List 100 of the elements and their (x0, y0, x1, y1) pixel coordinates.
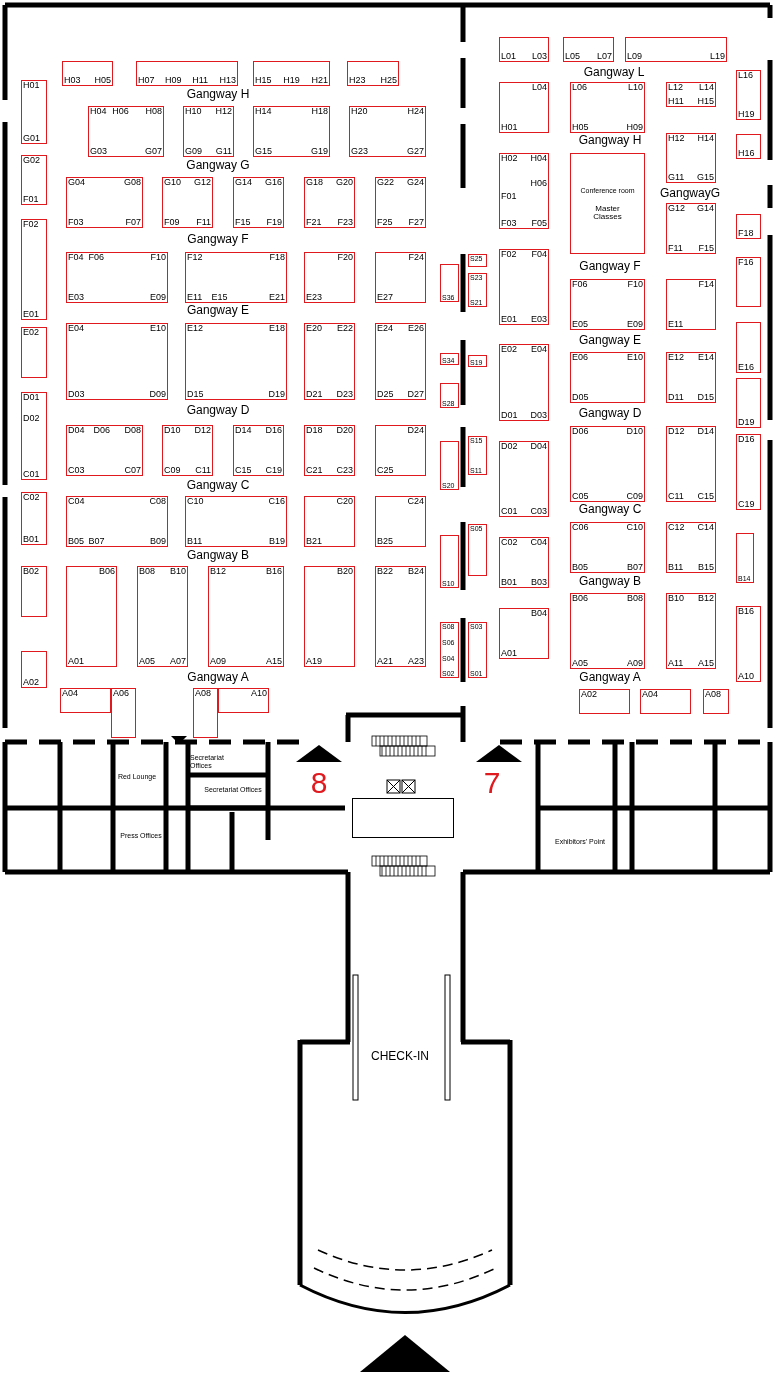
stand-number: L07 (596, 52, 612, 61)
stand-block (375, 252, 426, 303)
room-name: Master Classes (592, 205, 623, 222)
entrance-number: 8 (310, 765, 328, 799)
stand-number: F11 (668, 244, 683, 253)
stand-number: G01 (23, 134, 40, 143)
stand-block (66, 252, 168, 303)
stand-number: E10 (150, 324, 166, 333)
stand-number: L16 (738, 71, 754, 80)
stand-number: G14 (235, 178, 252, 187)
stand-number: C25 (377, 466, 394, 475)
stand-number: G19 (311, 147, 328, 156)
stand-block (253, 106, 330, 157)
stand-number: G23 (351, 147, 368, 156)
stand-number: C15 (235, 466, 252, 475)
stand-block (21, 155, 47, 205)
stand-block (499, 37, 549, 62)
stand-number: C21 (306, 466, 323, 475)
stand-block (233, 425, 284, 476)
stand-block (233, 177, 284, 228)
stand-block (111, 688, 136, 738)
stand-number: G07 (145, 147, 162, 156)
stand-block (375, 496, 426, 547)
stand-block (440, 264, 459, 302)
stand-number: A05 (572, 659, 588, 668)
stand-number: C19 (265, 466, 282, 475)
stand-number: B11 (187, 537, 203, 546)
stand-number: B06 (572, 594, 588, 603)
stand-number: E06 (572, 353, 588, 362)
stand-number: D12 (668, 427, 685, 436)
stand-number: A02 (581, 690, 597, 699)
stand-block (66, 496, 168, 547)
stand-block (66, 425, 143, 476)
stand-number: H08 (145, 107, 162, 116)
stand-number: B08 (139, 567, 155, 576)
stand-number: F02 (501, 250, 517, 259)
stand-number: B09 (150, 537, 166, 546)
stand-number: A07 (170, 657, 186, 666)
stand-number: D14 (235, 426, 252, 435)
stand-number: F21 (306, 218, 322, 227)
stand-number: G12 (668, 204, 685, 213)
stand-number: H06 (530, 178, 547, 188)
stand-block (703, 689, 729, 714)
stand-number: G22 (377, 178, 394, 187)
stand-block (304, 425, 355, 476)
stand-number: G15 (255, 147, 272, 156)
stand-number: B05 (68, 537, 84, 546)
stand-number: E18 (269, 324, 285, 333)
stand-number: G15 (697, 173, 714, 182)
stand-number: G02 (23, 156, 40, 165)
stand-number: E01 (501, 315, 517, 324)
stand-block (499, 249, 549, 325)
stand-number: F10 (627, 280, 643, 289)
stand-number: B06 (99, 567, 115, 576)
stand-block (736, 378, 761, 428)
stand-number: H11 (668, 97, 684, 106)
stand-number: E27 (377, 293, 393, 302)
stand-block (440, 441, 459, 490)
stand-number: A01 (68, 657, 84, 666)
stand-number: H11 (192, 76, 209, 85)
stand-number: D10 (164, 426, 181, 435)
gangway-label: Gangway B (579, 575, 641, 589)
stand-number: C04 (68, 497, 85, 506)
stand-block (666, 522, 716, 573)
stand-block (440, 383, 459, 408)
stand-number: B24 (408, 567, 424, 576)
stand-block (21, 392, 47, 480)
stand-number: C01 (501, 507, 518, 516)
stand-number: D19 (738, 418, 755, 427)
stand-block (304, 323, 355, 400)
stand-number: D16 (265, 426, 282, 435)
stand-block (736, 134, 761, 159)
stand-number: L05 (565, 52, 581, 61)
stand-number: E03 (531, 315, 547, 324)
stand-number: G11 (668, 173, 685, 182)
stand-number: E12 (668, 353, 684, 362)
stand-number: A09 (627, 659, 643, 668)
stand-number: G12 (194, 178, 211, 187)
stand-number: F02 (23, 220, 39, 229)
stand-block (185, 323, 287, 400)
stand-number: C03 (530, 507, 547, 516)
stand-number: H03 (64, 76, 81, 85)
stand-number: C14 (697, 523, 714, 532)
stand-number: H02 (501, 154, 518, 163)
stand-block (570, 352, 645, 403)
stand-block (347, 61, 399, 86)
stand-number: F09 (164, 218, 180, 227)
stand-block (666, 133, 716, 183)
stand-block (736, 606, 761, 682)
stand-number: F05 (531, 219, 547, 228)
stand-number: E09 (627, 320, 643, 329)
stand-block (21, 80, 47, 144)
stand-number: A05 (139, 657, 155, 666)
stand-number: H01 (501, 123, 518, 132)
stand-number: D16 (738, 435, 755, 444)
stand-number: F10 (150, 253, 166, 262)
stand-number: G03 (90, 147, 107, 156)
stand-number: D27 (407, 390, 424, 399)
stand-number: A04 (62, 689, 78, 698)
stand-number: B15 (698, 563, 714, 572)
